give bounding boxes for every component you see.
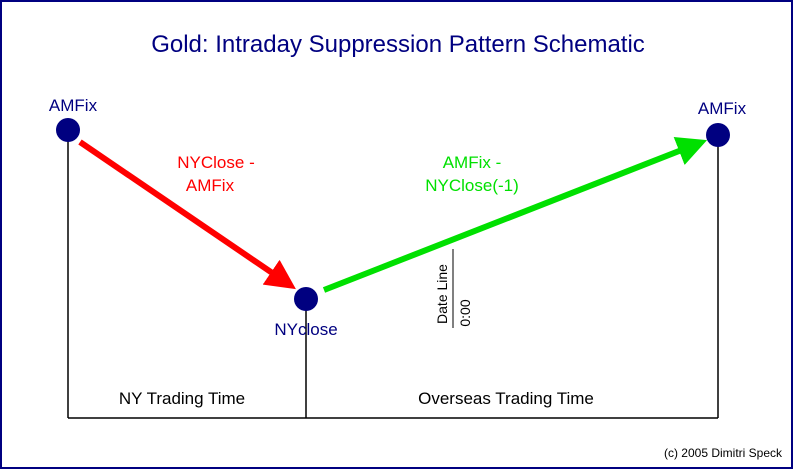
- nyclose-node: [294, 287, 318, 311]
- overseas-trading-time-label: Overseas Trading Time: [418, 389, 594, 408]
- copyright: (c) 2005 Dimitri Speck: [664, 446, 783, 460]
- red-arrow-label-line1: NYClose -: [177, 153, 254, 172]
- green-arrow: [322, 137, 708, 293]
- amfix-right-label: AMFix: [698, 99, 747, 118]
- green-arrow-label-line2: NYClose(-1): [425, 176, 519, 195]
- amfix-left-node: [56, 118, 80, 142]
- date-line-label: Date Line: [434, 264, 450, 324]
- green-arrow-label-line1: AMFix -: [443, 153, 502, 172]
- red-arrow: [78, 139, 296, 290]
- amfix-right-node: [706, 123, 730, 147]
- diagram-title: Gold: Intraday Suppression Pattern Schem…: [151, 31, 645, 58]
- nyclose-label: NYclose: [274, 320, 337, 339]
- date-line-time: 0:00: [457, 299, 473, 326]
- red-arrow-label-line2: AMFix: [186, 176, 235, 195]
- ny-trading-time-label: NY Trading Time: [119, 389, 245, 408]
- amfix-left-label: AMFix: [49, 96, 98, 115]
